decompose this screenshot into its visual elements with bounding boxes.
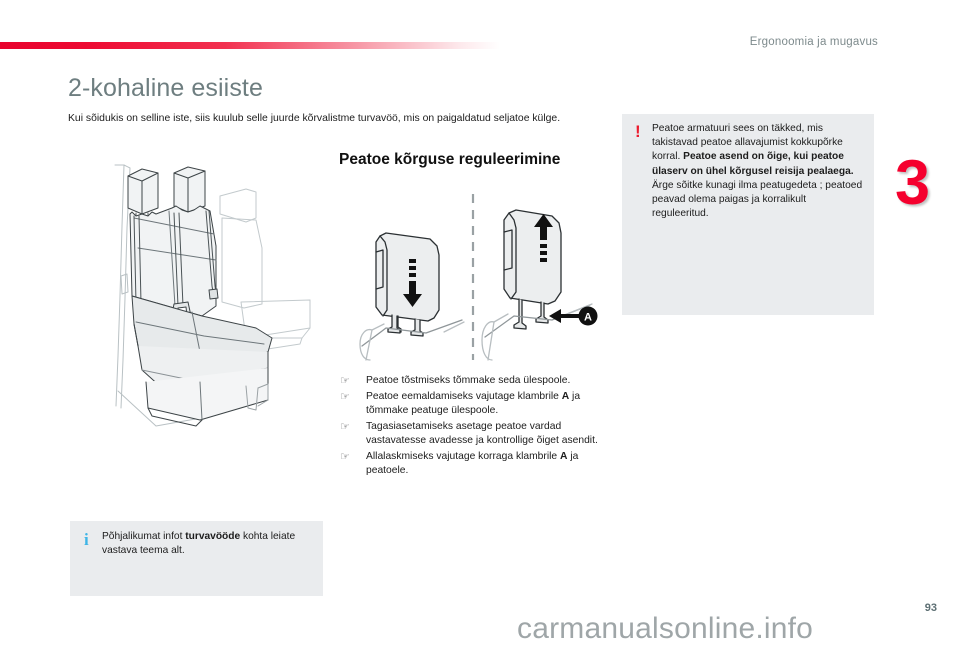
- callout-badge-label: A: [584, 312, 592, 324]
- list-item-pre: Peatoe tõstmiseks tõmmake seda ülespoole…: [366, 375, 571, 386]
- pointing-hand-icon: ☞: [340, 420, 350, 433]
- front-bench-seat-illustration: [96, 156, 328, 456]
- warning-line-2: Peatoe asend on õige, kui peatoe ülaserv…: [652, 151, 854, 177]
- info-text-bold: turvavööde: [185, 531, 241, 542]
- list-item-post: ja peatoele.: [366, 450, 579, 477]
- warning-line-3: Ärge sõitke kunagi ilma peatugedeta ; pe…: [652, 179, 863, 220]
- list-item-pre: Tagasiasetamiseks asetage peatoe vardad …: [366, 420, 598, 447]
- callout-badge-a: A: [578, 306, 598, 326]
- intro-paragraph: Kui sõidukis on selline iste, siis kuulu…: [68, 113, 561, 124]
- callout-arrow: [549, 309, 579, 323]
- list-item-bold: A: [561, 390, 570, 402]
- warning-callout-box: ! Peatoe armatuuri sees on täkked, mis t…: [622, 114, 874, 315]
- warning-exclamation-icon: !: [635, 122, 641, 141]
- up-arrow: [534, 214, 553, 262]
- headrest-adjust-heading: Peatoe kõrguse reguleerimine: [339, 151, 561, 168]
- page-title: 2-kohaline esiiste: [68, 74, 263, 102]
- info-text-post: kohta leiate vastava teema alt.: [102, 531, 296, 557]
- list-item: ☞ Tagasiasetamiseks asetage peatoe varda…: [338, 420, 610, 449]
- list-item-bold: A: [560, 450, 568, 462]
- pointing-hand-icon: ☞: [340, 450, 350, 463]
- headrest-adjustment-illustration: A: [352, 192, 616, 362]
- pointing-hand-icon: ☞: [340, 375, 350, 387]
- down-arrow: [403, 259, 422, 307]
- warning-callout-text: Peatoe armatuuri sees on täkked, mis tak…: [652, 122, 864, 221]
- list-item-pre: Peatoe eemaldamiseks vajutage klambrile: [366, 390, 562, 402]
- chapter-number: 3: [895, 148, 931, 218]
- pointing-hand-icon: ☞: [340, 390, 350, 403]
- info-text-pre: Põhjalikumat infot: [102, 531, 186, 542]
- list-item-post: ja tõmmake peatuge ülespoole.: [366, 390, 581, 417]
- list-item: ☞ Peatoe tõstmiseks tõmmake seda ülespoo…: [338, 374, 610, 388]
- watermark-text: carmanualsonline.info: [517, 612, 814, 645]
- info-callout-text: Põhjalikumat infot turvavööde kohta leia…: [102, 530, 312, 558]
- header-section-title: Ergonoomia ja mugavus: [749, 36, 878, 48]
- info-callout-box: i Põhjalikumat infot turvavööde kohta le…: [70, 521, 323, 596]
- page-number: 93: [924, 602, 937, 614]
- info-i-icon: i: [84, 530, 89, 549]
- headrest-instruction-list: ☞ Peatoe tõstmiseks tõmmake seda ülespoo…: [338, 374, 610, 480]
- list-item-pre: Allalaskmiseks vajutage korraga klambril…: [366, 450, 561, 462]
- header-accent-rule: [0, 42, 500, 49]
- list-item: ☞ Allalaskmiseks vajutage korraga klambr…: [338, 450, 610, 479]
- list-item: ☞ Peatoe eemaldamiseks vajutage klambril…: [338, 390, 610, 419]
- warning-line-1: Peatoe armatuuri sees on täkked, mis tak…: [652, 123, 843, 163]
